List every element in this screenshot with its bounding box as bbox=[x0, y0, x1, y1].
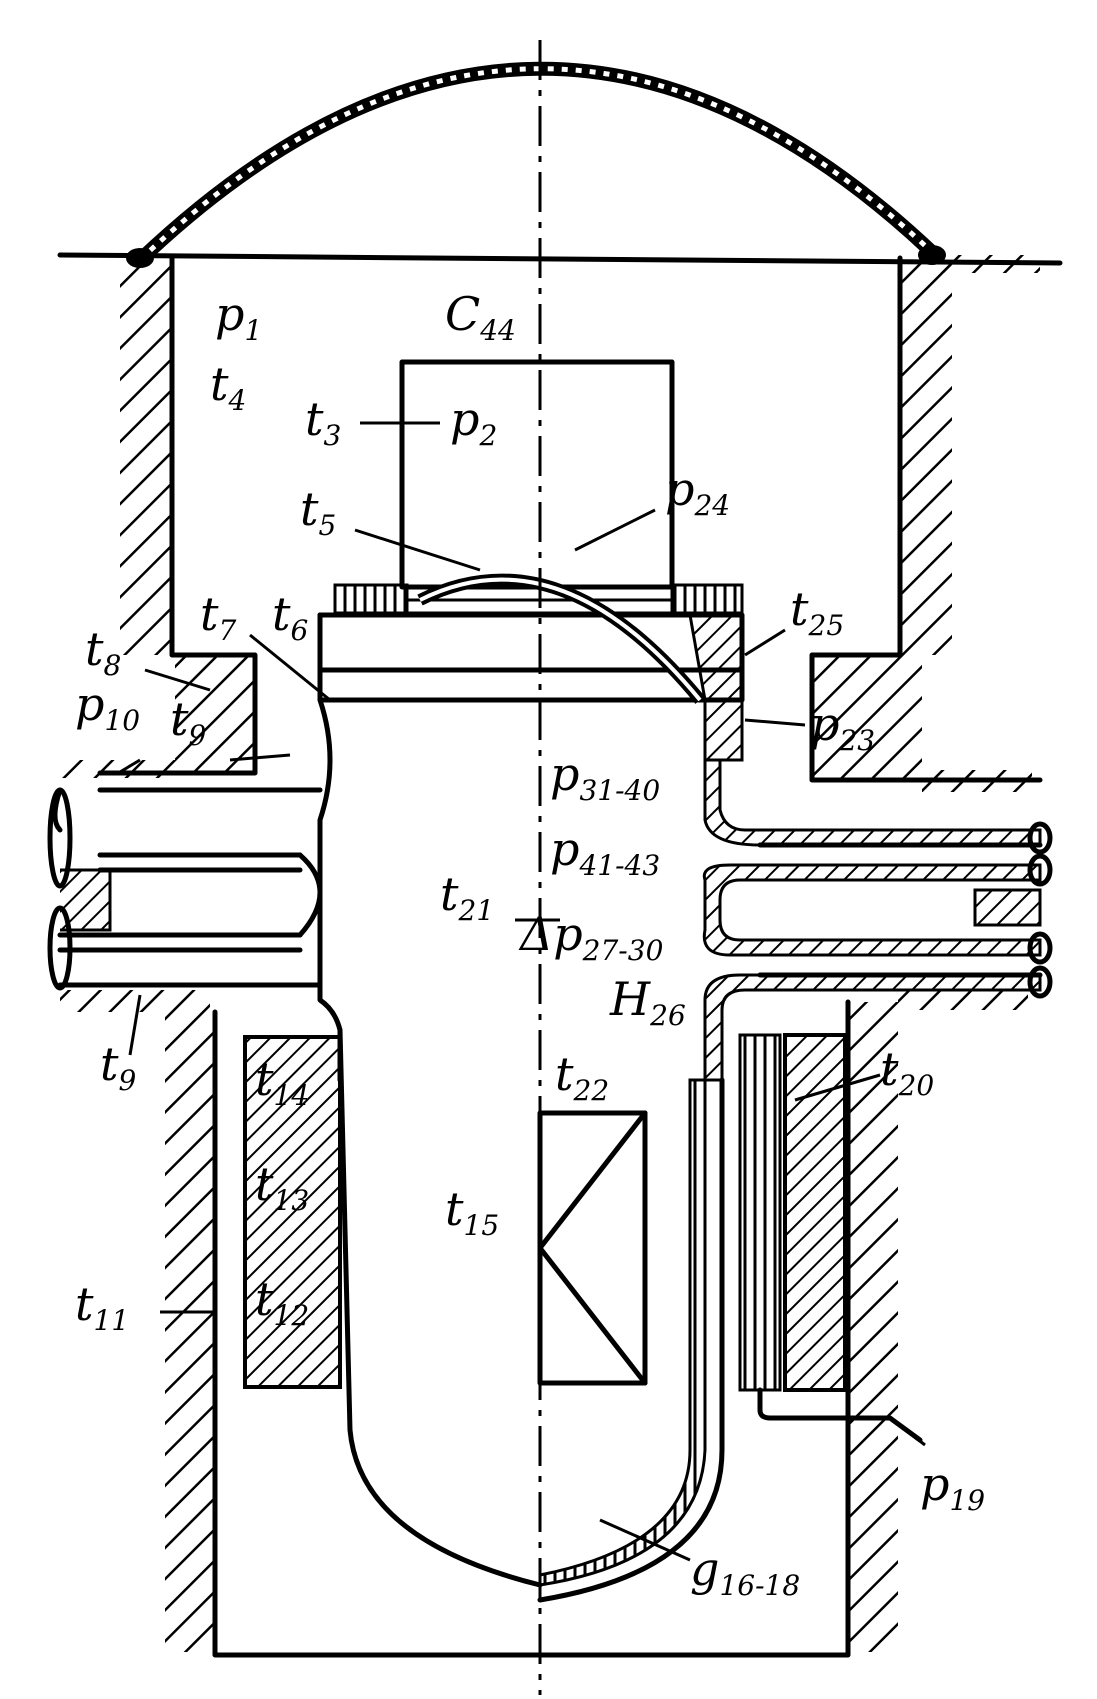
label-dp27-30: Δp27-30 bbox=[518, 907, 663, 967]
sensor-line-p19 bbox=[757, 1387, 923, 1443]
reactor-core bbox=[537, 1110, 648, 1386]
label-t13: t13 bbox=[255, 1157, 309, 1217]
label-t6: t6 bbox=[272, 587, 308, 647]
vessel-wall-left bbox=[317, 612, 343, 1083]
right-coolant-pipes bbox=[702, 821, 1053, 1082]
vessel-lower-body bbox=[337, 1027, 543, 1588]
diagram-labels: p1 t4 C44 t3 p2 p24 t5 t7 t6 t25 t8 p10 … bbox=[75, 287, 985, 1602]
label-t9-upper: t9 bbox=[170, 692, 206, 752]
label-t8: t8 bbox=[85, 622, 121, 682]
refuelling-machine-box bbox=[399, 359, 675, 590]
label-t12: t12 bbox=[255, 1272, 309, 1332]
label-t4: t4 bbox=[210, 357, 246, 417]
label-p2: p2 bbox=[450, 392, 497, 452]
vessel-lower-right bbox=[538, 1078, 707, 1587]
label-t11: t11 bbox=[75, 1277, 129, 1337]
label-t14: t14 bbox=[255, 1052, 309, 1112]
label-p23: p23 bbox=[810, 697, 875, 757]
label-g16-18: g16-18 bbox=[690, 1542, 800, 1602]
label-p31-40: p31-40 bbox=[550, 747, 660, 807]
concrete-hatching bbox=[60, 255, 1040, 1652]
containment-dome bbox=[126, 61, 946, 268]
label-h26: H26 bbox=[609, 972, 686, 1032]
label-c44: C44 bbox=[445, 287, 516, 347]
label-p19: p19 bbox=[920, 1457, 985, 1517]
label-t25: t25 bbox=[790, 582, 844, 642]
vessel-wall-right bbox=[703, 758, 1042, 847]
label-p10: p10 bbox=[75, 677, 140, 737]
label-t7: t7 bbox=[200, 587, 237, 647]
ground-line bbox=[57, 252, 1063, 266]
label-t22: t22 bbox=[555, 1047, 609, 1107]
left-coolant-pipes bbox=[47, 787, 323, 991]
label-p1: p1 bbox=[215, 287, 262, 347]
biological-shield-left bbox=[243, 1035, 342, 1389]
top-cover bbox=[317, 573, 745, 762]
label-t15: t15 bbox=[445, 1182, 499, 1242]
label-t20: t20 bbox=[880, 1042, 934, 1102]
label-t9-lower: t9 bbox=[100, 1037, 136, 1097]
label-p24: p24 bbox=[665, 462, 730, 522]
label-t3: t3 bbox=[305, 392, 341, 452]
label-t21: t21 bbox=[440, 867, 494, 927]
upper-hall-outline bbox=[97, 255, 258, 776]
label-t5: t5 bbox=[300, 482, 336, 542]
reactor-shaft-left bbox=[212, 999, 851, 1658]
leader-lines bbox=[119, 421, 926, 1562]
label-p41-43: p41-43 bbox=[550, 822, 660, 882]
